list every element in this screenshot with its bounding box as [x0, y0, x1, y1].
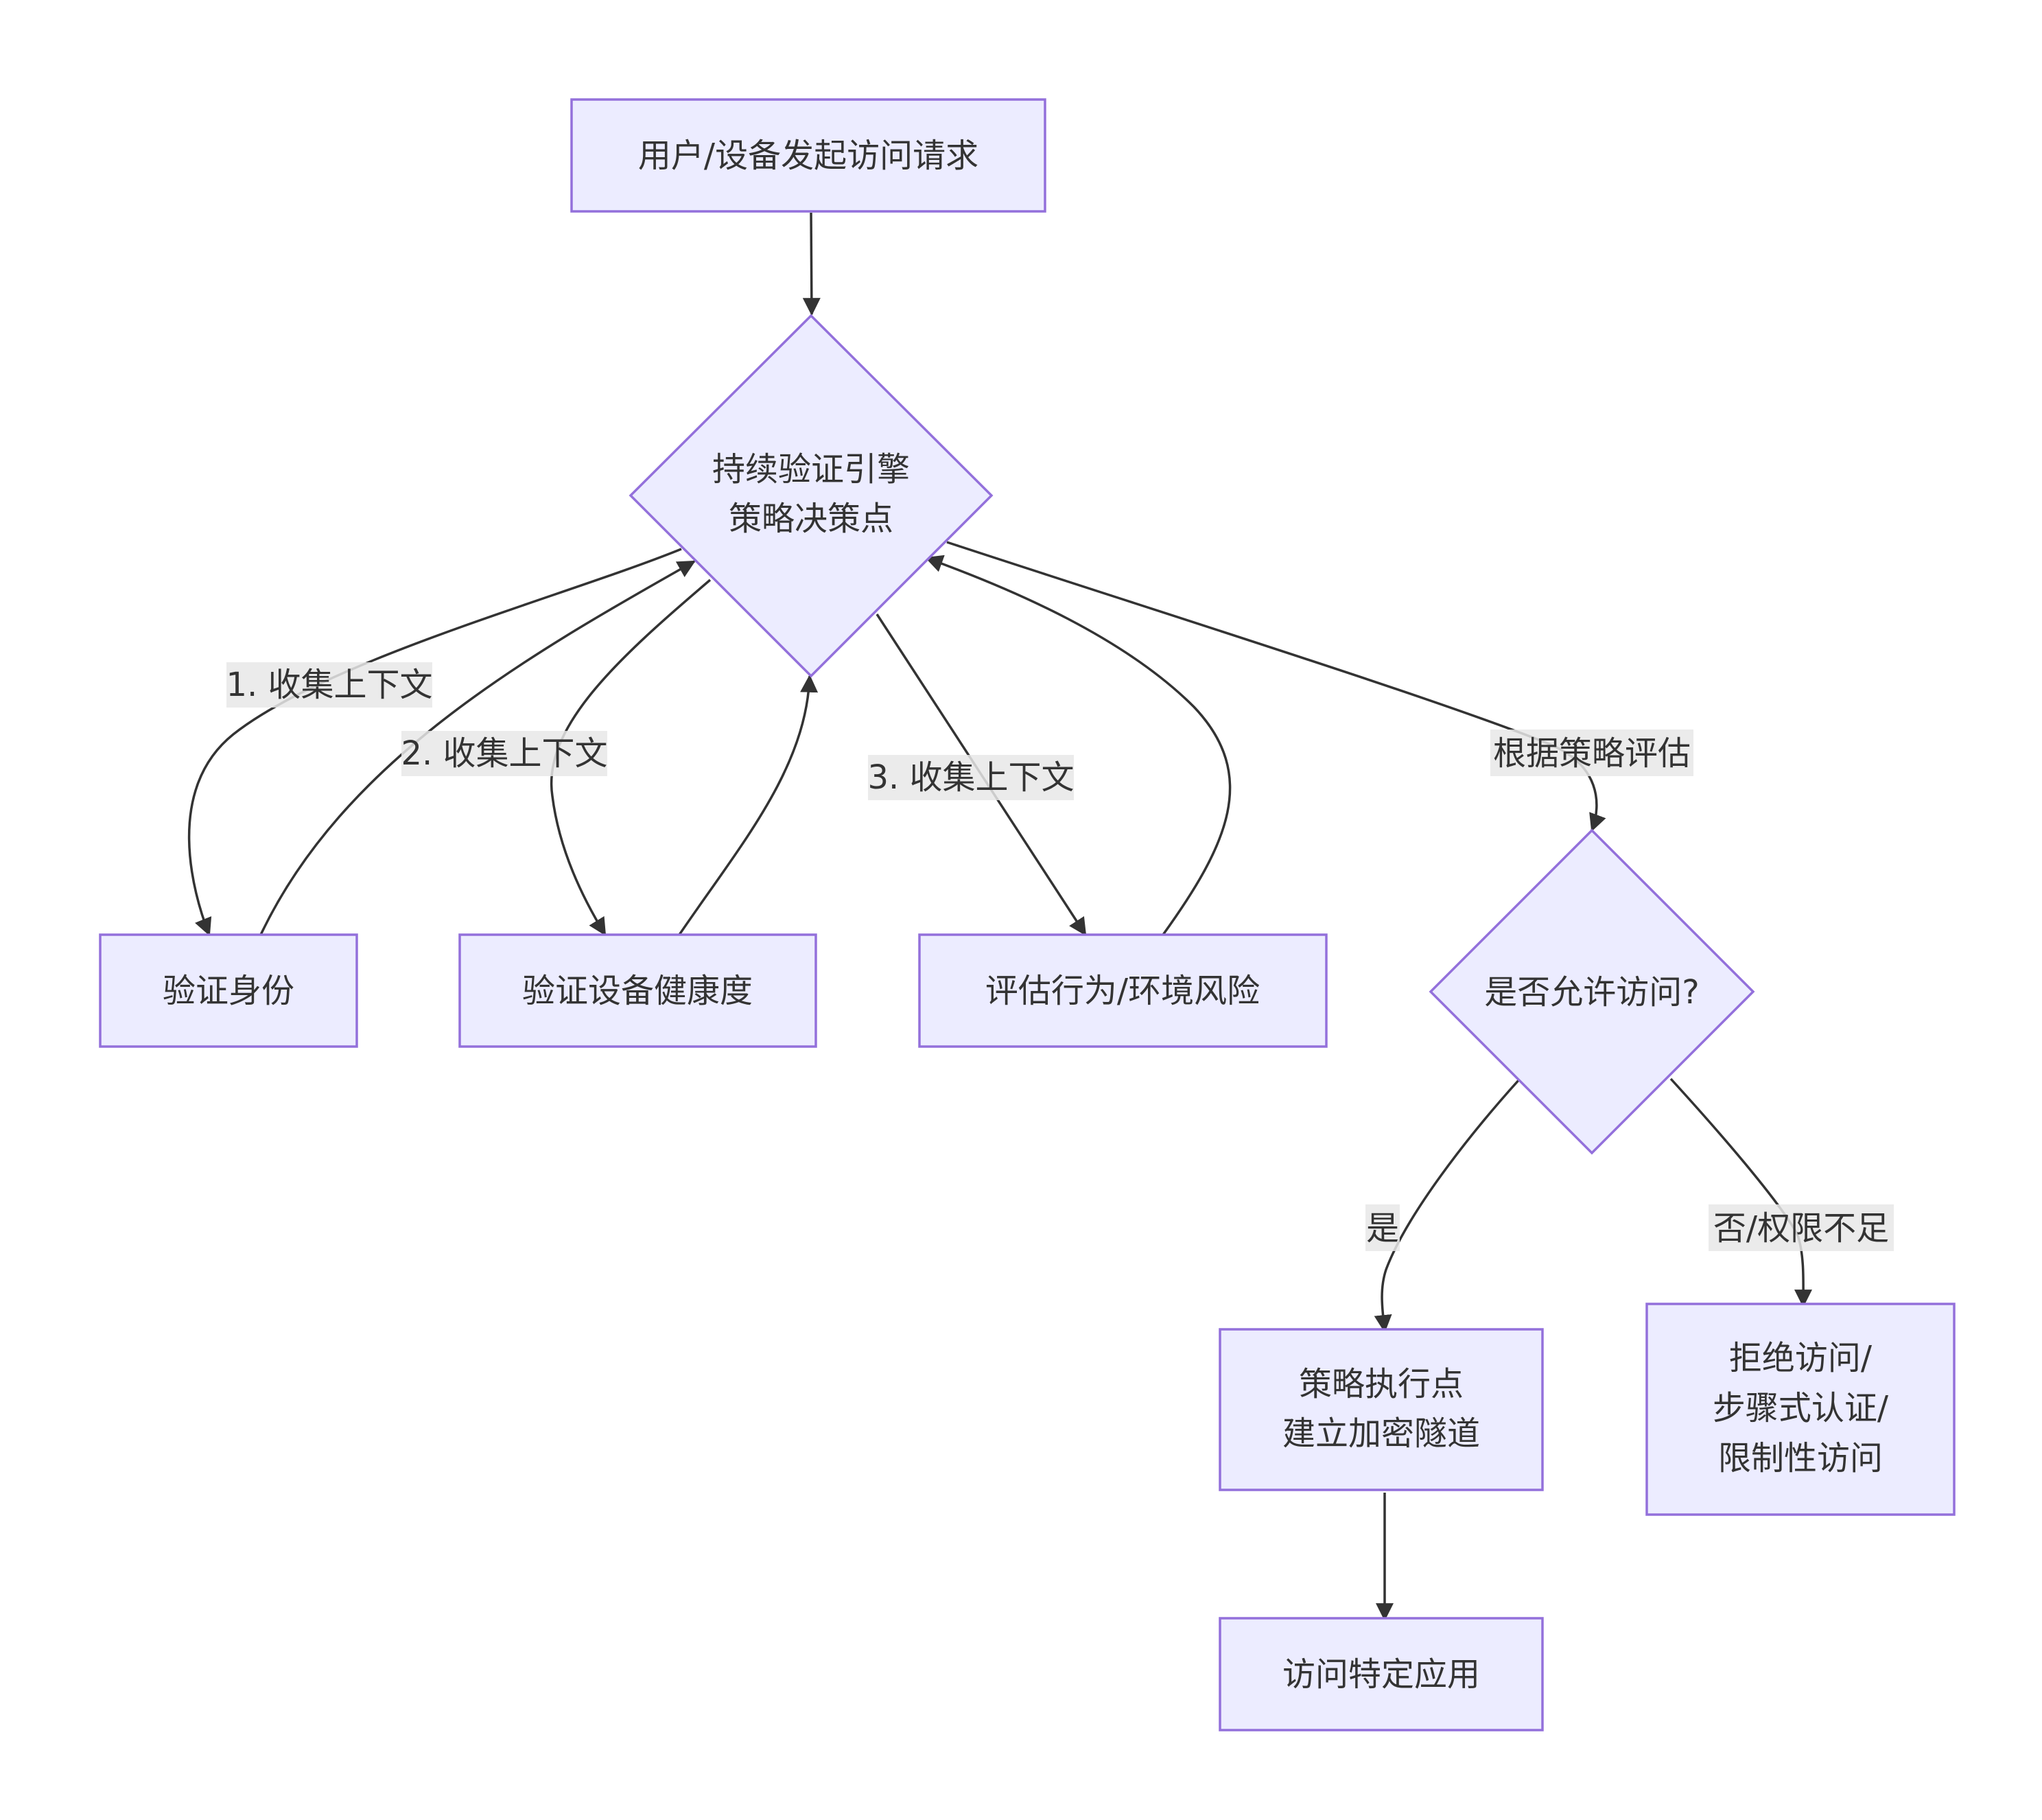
node-request: 用户/设备发起访问请求 [570, 98, 1046, 213]
edge-identity-to-engine [259, 560, 696, 935]
node-enforce-label-line-1: 策略执行点 [1299, 1365, 1464, 1403]
node-risk-label: 评估行为/环境风险 [985, 972, 1260, 1010]
node-decision-label: 是否允许访问? [1484, 973, 1699, 1012]
node-risk: 评估行为/环境风险 [918, 933, 1328, 1048]
edge-labels: 1. 收集上下文 2. 收集上下文 3. 收集上下文 根据策略评估 是 否/权限… [226, 662, 1894, 1251]
node-deny: 拒绝访问/ 步骤式认证/ 限制性访问 [1645, 1303, 1956, 1516]
edge-decision-to-enforce [1374, 1077, 1521, 1333]
edge-label-yes: 是 [1365, 1204, 1400, 1251]
edge-request-to-engine [802, 212, 821, 316]
node-deny-label-line-3: 限制性访问 [1718, 1439, 1883, 1478]
node-decision: 是否允许访问? [1429, 828, 1755, 1155]
edge-label-evaluate: 根据策略评估 [1490, 730, 1693, 776]
node-request-label: 用户/设备发起访问请求 [638, 137, 978, 175]
edge-device-to-engine [678, 674, 819, 935]
node-identity: 验证身份 [99, 933, 358, 1048]
edge-label-no: 否/权限不足 [1709, 1204, 1894, 1251]
node-enforce-label-line-2: 建立加密隧道 [1282, 1414, 1480, 1453]
node-engine: 持续验证引擎 策略决策点 [629, 314, 994, 678]
node-identity-label: 验证身份 [163, 972, 294, 1010]
node-app-label: 访问特定应用 [1282, 1655, 1480, 1694]
node-deny-label-line-2: 步骤式认证/ [1713, 1389, 1889, 1427]
edge-label-yes-text: 是 [1366, 1209, 1399, 1248]
node-device-label: 验证设备健康度 [522, 972, 753, 1010]
edge-label-evaluate-text: 根据策略评估 [1493, 734, 1691, 773]
edge-label-collect-2-text: 2. 收集上下文 [401, 734, 607, 773]
edge-decision-to-deny [1669, 1077, 1813, 1308]
edge-risk-to-engine [924, 555, 1232, 936]
node-deny-label-line-1: 拒绝访问/ [1729, 1339, 1873, 1377]
edge-label-collect-3: 3. 收集上下文 [867, 755, 1075, 800]
node-device: 验证设备健康度 [458, 933, 817, 1048]
edge-engine-to-device [550, 579, 712, 936]
edge-label-collect-3-text: 3. 收集上下文 [867, 758, 1074, 797]
edge-label-collect-1-text: 1. 收集上下文 [226, 666, 432, 704]
node-enforce: 策略执行点 建立加密隧道 [1219, 1328, 1544, 1491]
edge-label-collect-1: 1. 收集上下文 [226, 662, 433, 708]
edge-label-collect-2: 2. 收集上下文 [401, 731, 608, 776]
node-engine-label-line-1: 持续验证引擎 [712, 450, 910, 489]
edge-engine-to-decision [946, 541, 1606, 832]
node-app: 访问特定应用 [1219, 1617, 1544, 1731]
node-engine-label-line-2: 策略决策点 [729, 500, 893, 538]
edge-engine-to-identity [187, 548, 682, 937]
edge-label-no-text: 否/权限不足 [1713, 1209, 1889, 1248]
